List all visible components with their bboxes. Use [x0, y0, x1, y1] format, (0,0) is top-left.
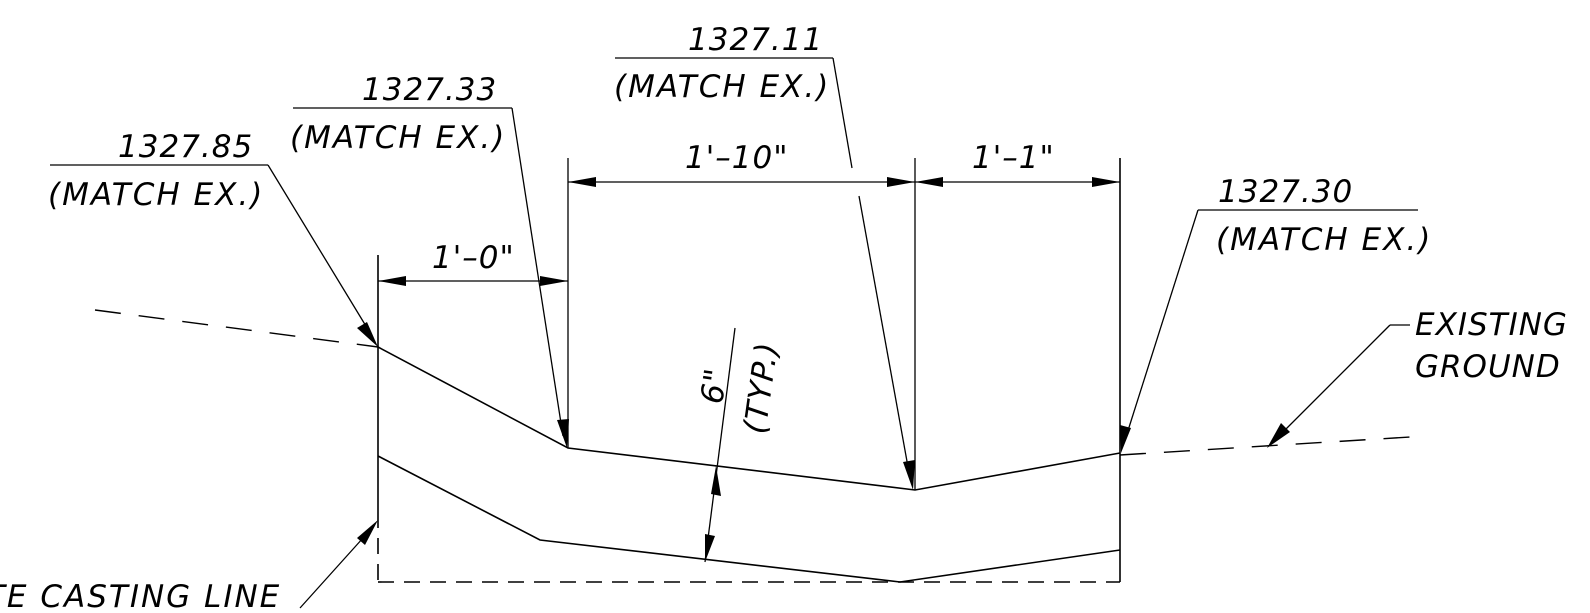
elevation-note-4: (MATCH EX.) — [1216, 222, 1432, 258]
elevation-value-2: 1327.33 — [362, 72, 497, 108]
dimension-thickness: 6" (TYP.) — [694, 327, 786, 563]
dimension-left: 1'–0" — [378, 240, 568, 286]
top-surface-line — [377, 346, 1121, 491]
dimension-left-label: 1'–0" — [432, 240, 515, 276]
existing-ground-label-line2: GROUND — [1415, 349, 1561, 385]
elevation-value-4: 1327.30 — [1218, 174, 1353, 210]
existing-ground-label-line1: EXISTING — [1415, 307, 1568, 343]
elevation-callout-1: 1327.85 (MATCH EX.) — [48, 129, 378, 347]
elevation-callout-3: 1327.11 (MATCH EX.) — [614, 22, 915, 490]
dimension-right-label: 1'–1" — [972, 140, 1055, 176]
dimension-right: 1'–1" — [915, 140, 1120, 187]
dimension-thickness-label: 6" — [694, 365, 735, 406]
elevation-value-3: 1327.11 — [688, 22, 823, 58]
elevation-note-3: (MATCH EX.) — [614, 69, 830, 105]
dimension-middle: 1'–10" — [568, 140, 915, 187]
bottom-surface-line — [377, 455, 1121, 583]
dimension-middle-label: 1'–10" — [685, 140, 788, 176]
casting-line-label: TE CASTING LINE — [0, 579, 281, 613]
channel-section — [377, 158, 1121, 583]
existing-ground-callout: EXISTING GROUND — [1267, 307, 1568, 448]
elevation-callout-2: 1327.33 (MATCH EX.) — [290, 72, 569, 448]
elevation-note-2: (MATCH EX.) — [290, 120, 506, 156]
casting-line-callout: TE CASTING LINE — [0, 520, 378, 613]
elevation-callout-4: 1327.30 (MATCH EX.) — [1120, 174, 1432, 453]
elevation-value-1: 1327.85 — [118, 129, 253, 165]
existing-ground-line — [94, 309, 1411, 456]
elevation-note-1: (MATCH EX.) — [48, 177, 264, 213]
dimension-thickness-note: (TYP.) — [737, 340, 786, 436]
